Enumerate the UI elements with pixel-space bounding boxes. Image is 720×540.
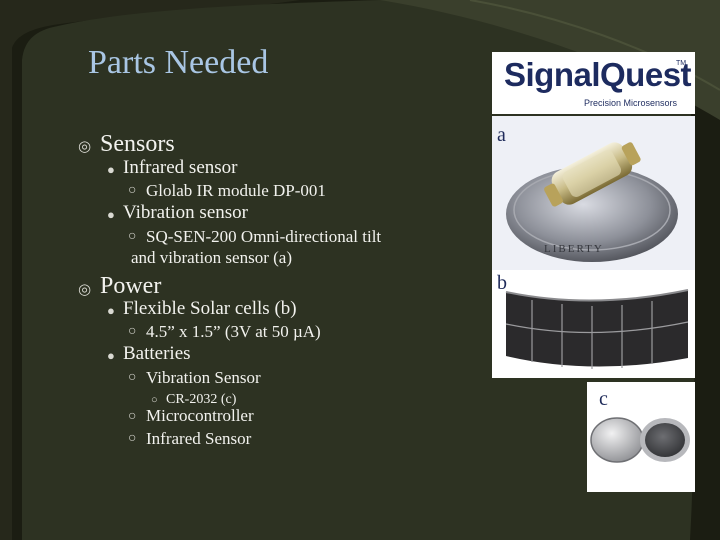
bullet-icon: ◎ bbox=[78, 139, 92, 155]
outline-item: Sensors bbox=[100, 131, 175, 157]
svg-text:LIBERTY: LIBERTY bbox=[544, 243, 604, 255]
bullet-icon: ● bbox=[107, 303, 115, 318]
outline-item: Vibration sensor bbox=[123, 202, 248, 223]
bullet-icon: ● bbox=[107, 348, 115, 363]
sensor-on-coin-image: LIBERTY bbox=[506, 142, 678, 262]
outline-item: Microcontroller bbox=[146, 406, 254, 425]
bullet-icon: ○ bbox=[151, 394, 158, 406]
bullet-icon: ○ bbox=[128, 431, 137, 446]
figure-c-battery-photo: c bbox=[587, 382, 695, 492]
outline-item: Flexible Solar cells (b) bbox=[123, 298, 297, 319]
coin-cell-batteries-image bbox=[590, 417, 690, 463]
bullet-icon: ○ bbox=[128, 229, 137, 244]
outline-item: CR-2032 (c) bbox=[166, 392, 237, 407]
bullet-icon: ○ bbox=[128, 183, 137, 198]
bullet-icon: ● bbox=[107, 207, 115, 222]
flexible-solar-cell-image bbox=[505, 289, 689, 369]
figure-b-label: b bbox=[497, 272, 507, 294]
bullet-icon: ○ bbox=[128, 409, 137, 424]
logo-brand-text: SignalQuest bbox=[504, 56, 692, 93]
outline-item: Infrared Sensor bbox=[146, 429, 252, 448]
outline-item: Infrared sensor bbox=[123, 157, 238, 178]
outline-item-continued: and vibration sensor (a) bbox=[131, 248, 292, 267]
bullet-icon: ◎ bbox=[78, 282, 92, 298]
logo-trademark: TM bbox=[676, 60, 687, 67]
figure-a-label: a bbox=[497, 124, 506, 146]
logo-tagline: Precision Microsensors bbox=[584, 98, 678, 108]
outline-item: Vibration Sensor bbox=[146, 368, 261, 387]
bullet-icon: ● bbox=[107, 162, 115, 177]
bullet-icon: ○ bbox=[128, 324, 137, 339]
figure-b-solar-cell-photo: b bbox=[492, 270, 695, 378]
outline-item: 4.5” x 1.5” (3V at 50 µA) bbox=[146, 322, 321, 341]
outline-item: SQ-SEN-200 Omni-directional tilt bbox=[146, 227, 382, 246]
figure-c-label: c bbox=[599, 388, 608, 410]
figure-a-sensor-photo: LIBERTY a bbox=[492, 116, 695, 270]
slide-title: Parts Needed bbox=[88, 44, 269, 81]
outline-item: Glolab IR module DP-001 bbox=[146, 181, 326, 200]
outline-item: Batteries bbox=[123, 343, 191, 364]
signalquest-logo: SignalQuest TM Precision Microsensors bbox=[492, 52, 695, 114]
outline-item: Power bbox=[100, 273, 162, 299]
bullet-icon: ○ bbox=[128, 370, 137, 385]
